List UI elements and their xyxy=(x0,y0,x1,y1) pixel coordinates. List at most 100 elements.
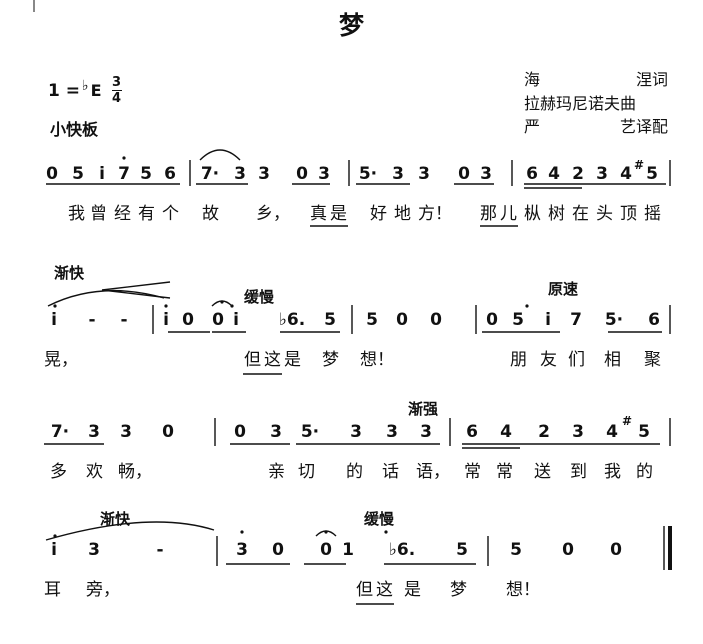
lyric: 朋 xyxy=(510,350,527,370)
lyric: 我 xyxy=(68,204,85,224)
note: 5 xyxy=(140,164,152,184)
lyric: 话 xyxy=(382,462,399,482)
note: 5· xyxy=(604,310,624,330)
note: 5· xyxy=(300,422,320,442)
tempo-marking: 小快板 xyxy=(50,120,99,139)
lyric: 是 xyxy=(404,580,421,600)
key-note: E xyxy=(90,81,102,100)
note: 3 xyxy=(88,540,100,560)
lyric: 个 xyxy=(162,204,179,224)
lyric: 顶 xyxy=(620,204,637,224)
song-title: 梦 xyxy=(338,11,364,40)
lyric: 有 xyxy=(138,204,155,224)
lyric: 相 xyxy=(604,350,621,370)
lyric: 但 xyxy=(356,580,373,600)
note: 3 xyxy=(270,422,282,442)
lyric: 想！ xyxy=(506,580,540,600)
lyric: 枞 xyxy=(524,204,541,224)
note: 5 xyxy=(456,540,468,560)
arranger-name: 严 xyxy=(524,117,541,136)
note: 5 xyxy=(638,422,650,442)
note: 0 xyxy=(486,310,498,330)
note: i xyxy=(51,540,57,560)
note: 3 xyxy=(480,164,492,184)
note: 0 xyxy=(610,540,622,560)
lyric: 想！ xyxy=(360,350,394,370)
lyric: 曾 xyxy=(90,204,107,224)
note: ♭6. xyxy=(388,540,416,560)
note: 6 xyxy=(466,422,478,442)
lyric: 但 xyxy=(244,350,261,370)
note: 4 xyxy=(548,164,560,184)
note: - xyxy=(120,310,128,330)
note: 5 xyxy=(646,164,658,184)
lyric: 耳 xyxy=(44,580,61,600)
note: 7 xyxy=(570,310,582,330)
note: 4 xyxy=(500,422,512,442)
note: 6 xyxy=(164,164,176,184)
note: 3 xyxy=(596,164,608,184)
note: 6 xyxy=(526,164,538,184)
note: i xyxy=(51,310,57,330)
note: 0 xyxy=(296,164,308,184)
lyric: 梦 xyxy=(322,350,339,370)
note: 0 xyxy=(234,422,246,442)
lyric: 地 xyxy=(394,204,411,224)
note: 3 xyxy=(318,164,330,184)
note: 3 xyxy=(386,422,398,442)
lyric: 语， xyxy=(416,462,450,482)
lyric: 常 xyxy=(496,462,513,482)
rit-marking-2: 缓慢 xyxy=(364,510,395,528)
cresc-marking: 渐强 xyxy=(408,400,439,418)
note: 0 xyxy=(430,310,442,330)
note: 5 xyxy=(512,310,524,330)
note: 0 xyxy=(46,164,58,184)
note: 4 xyxy=(606,422,618,442)
lyric: 儿 xyxy=(500,204,517,224)
note: 0 xyxy=(396,310,408,330)
accel-marking-2: 渐快 xyxy=(100,510,131,528)
key-signature: 1 = ♭ E 3 4 xyxy=(48,76,122,105)
note: 7· xyxy=(50,422,70,442)
lyric: 的 xyxy=(636,462,653,482)
lyric: 这 xyxy=(264,350,281,370)
note: 3 xyxy=(420,422,432,442)
note: 3 xyxy=(234,164,246,184)
lyric: 到 xyxy=(570,462,587,482)
note: 3 xyxy=(88,422,100,442)
sharp-sign: # xyxy=(634,158,645,172)
lyric: 这 xyxy=(376,580,393,600)
lyric: 经 xyxy=(114,204,131,224)
note: 2 xyxy=(538,422,550,442)
lyric: 亲 xyxy=(268,462,285,482)
note: 3 xyxy=(236,540,248,560)
lyric: 梦 xyxy=(450,580,467,600)
lyric: 们 xyxy=(568,350,585,370)
note: i xyxy=(99,164,105,184)
sharp-sign: # xyxy=(622,414,633,428)
lyric: 那 xyxy=(480,204,497,224)
note: 7 xyxy=(118,164,130,184)
lyric: 常 xyxy=(464,462,481,482)
lyricist-name: 海 xyxy=(524,70,541,89)
time-signature: 3 4 xyxy=(111,75,122,106)
lyric: 畅， xyxy=(118,462,152,482)
note: 2 xyxy=(572,164,584,184)
time-top: 3 xyxy=(112,75,122,90)
a-tempo-marking: 原速 xyxy=(548,280,579,298)
note: 6 xyxy=(648,310,660,330)
note: 7· xyxy=(200,164,220,184)
time-bottom: 4 xyxy=(112,91,122,106)
note: 0 xyxy=(562,540,574,560)
lyric: 送 xyxy=(534,462,551,482)
lyric: 切 xyxy=(298,462,315,482)
note: 4 xyxy=(620,164,632,184)
note: 3 xyxy=(350,422,362,442)
arranger-role: 艺译配 xyxy=(619,117,668,136)
note: 0 xyxy=(162,422,174,442)
key-prefix: 1 = xyxy=(48,80,80,101)
lyric: 是 xyxy=(330,204,347,224)
note: 0 xyxy=(182,310,194,330)
lyric: 乡， xyxy=(256,204,290,224)
